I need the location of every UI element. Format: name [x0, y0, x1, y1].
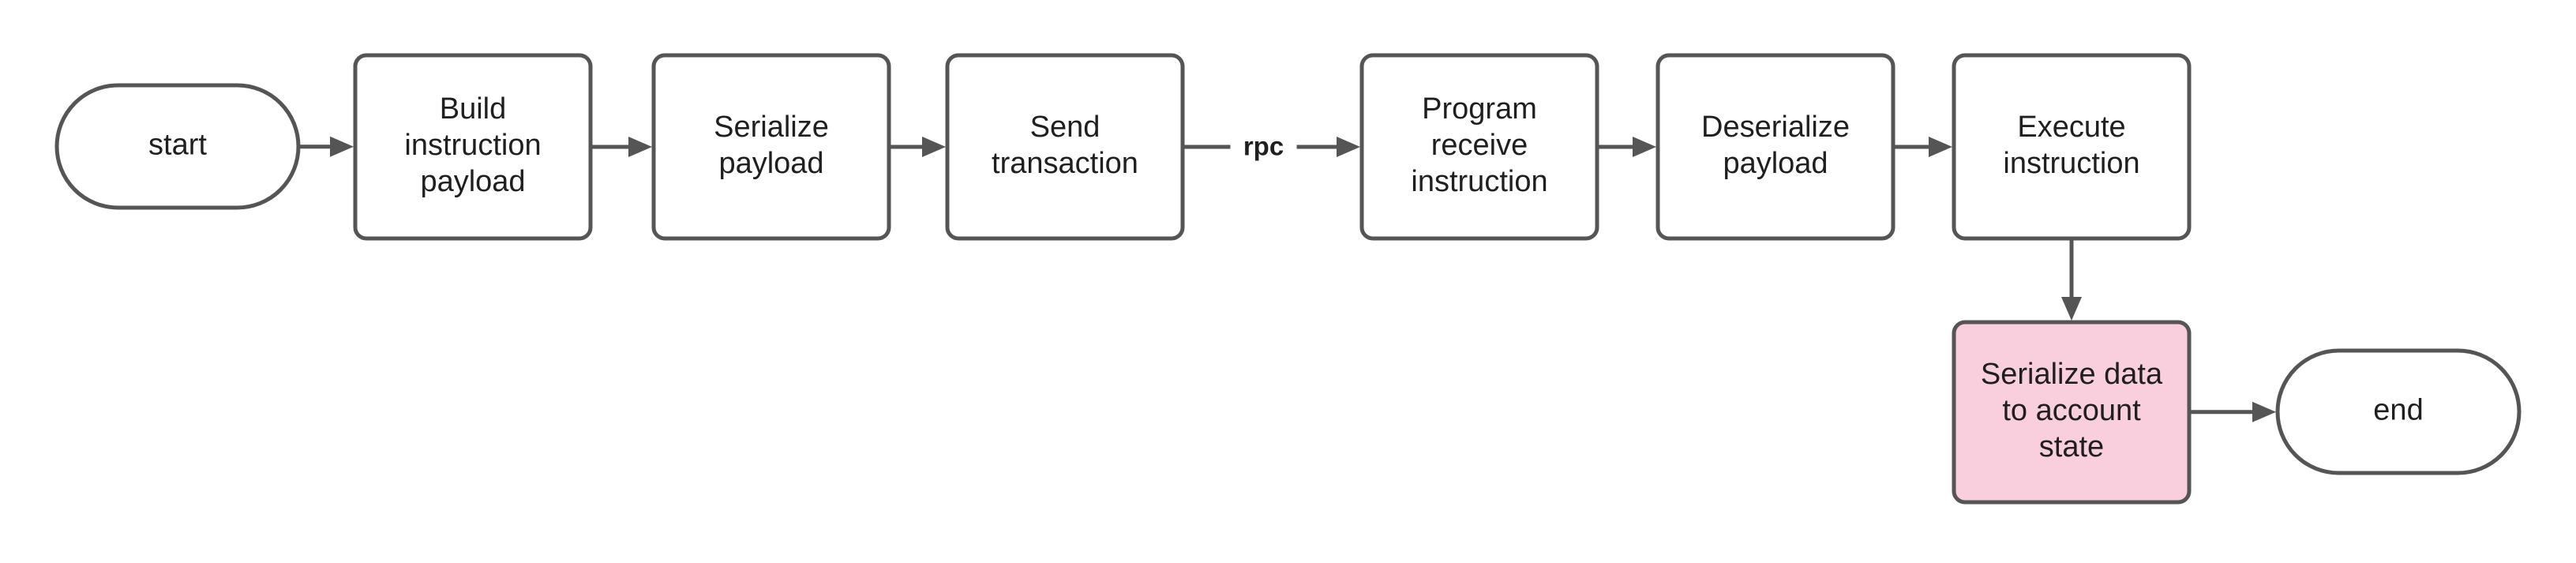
edge-arrowhead	[922, 137, 946, 157]
node-label-line: Serialize	[714, 111, 829, 144]
node-shape[interactable]	[54, 83, 301, 210]
edge-serialize-to-send	[889, 137, 946, 157]
node-label-line: transaction	[992, 147, 1138, 180]
node-label-line: Program	[1422, 92, 1537, 126]
node-shape[interactable]	[1359, 53, 1599, 241]
node-label-line: Send	[1030, 111, 1101, 144]
edge-build-to-serialize	[591, 137, 652, 157]
edge-send-to-receive: rpc	[1183, 129, 1360, 164]
edge-arrowhead	[1929, 137, 1952, 157]
node-shape[interactable]	[945, 53, 1185, 241]
node-label-line: to account	[2002, 394, 2141, 427]
edge-arrowhead	[2061, 297, 2082, 321]
node-label-line: instruction	[1411, 165, 1547, 198]
edge-serialize-account-to-end	[2189, 401, 2276, 422]
node-label-line: end	[2373, 394, 2423, 427]
edge-receive-to-deserialize	[1597, 137, 1656, 157]
nodes-layer: startBuildinstructionpayloadSerializepay…	[54, 53, 2522, 505]
node-end[interactable]: end	[2275, 348, 2522, 475]
edge-deserialize-to-execute	[1893, 137, 1952, 157]
edge-arrowhead	[1633, 137, 1656, 157]
node-start[interactable]: start	[54, 83, 301, 210]
node-label-line: payload	[1723, 147, 1828, 180]
edge-execute-to-serialize-account	[2061, 238, 2082, 321]
node-label-line: Deserialize	[1701, 111, 1850, 144]
node-label-line: Serialize data	[1981, 358, 2163, 391]
node-label-line: receive	[1431, 129, 1528, 162]
edge-arrowhead	[628, 137, 652, 157]
node-shape[interactable]	[1952, 53, 2192, 241]
node-label-line: state	[2039, 430, 2104, 464]
node-label-line: payload	[420, 165, 525, 198]
node-label-line: payload	[718, 147, 823, 180]
edge-arrowhead	[1337, 137, 1360, 157]
node-shape[interactable]	[1655, 53, 1895, 241]
node-label-line: instruction	[404, 129, 541, 162]
node-label-line: Execute	[2017, 111, 2125, 144]
node-shape[interactable]	[2275, 348, 2522, 475]
node-label-line: instruction	[2003, 147, 2139, 180]
edge-label-backdrop	[1230, 129, 1297, 164]
edge-arrowhead	[330, 136, 354, 157]
node-shape[interactable]	[353, 53, 593, 241]
edge-arrowhead	[2252, 401, 2276, 422]
node-label-line: Build	[440, 92, 507, 126]
edge-label: rpc	[1243, 132, 1284, 161]
node-shape[interactable]	[651, 53, 891, 241]
edges-layer: rpc	[298, 129, 2276, 422]
edge-start-to-build	[298, 136, 354, 157]
node-shape[interactable]	[1952, 320, 2192, 505]
node-label-line: start	[148, 129, 207, 162]
